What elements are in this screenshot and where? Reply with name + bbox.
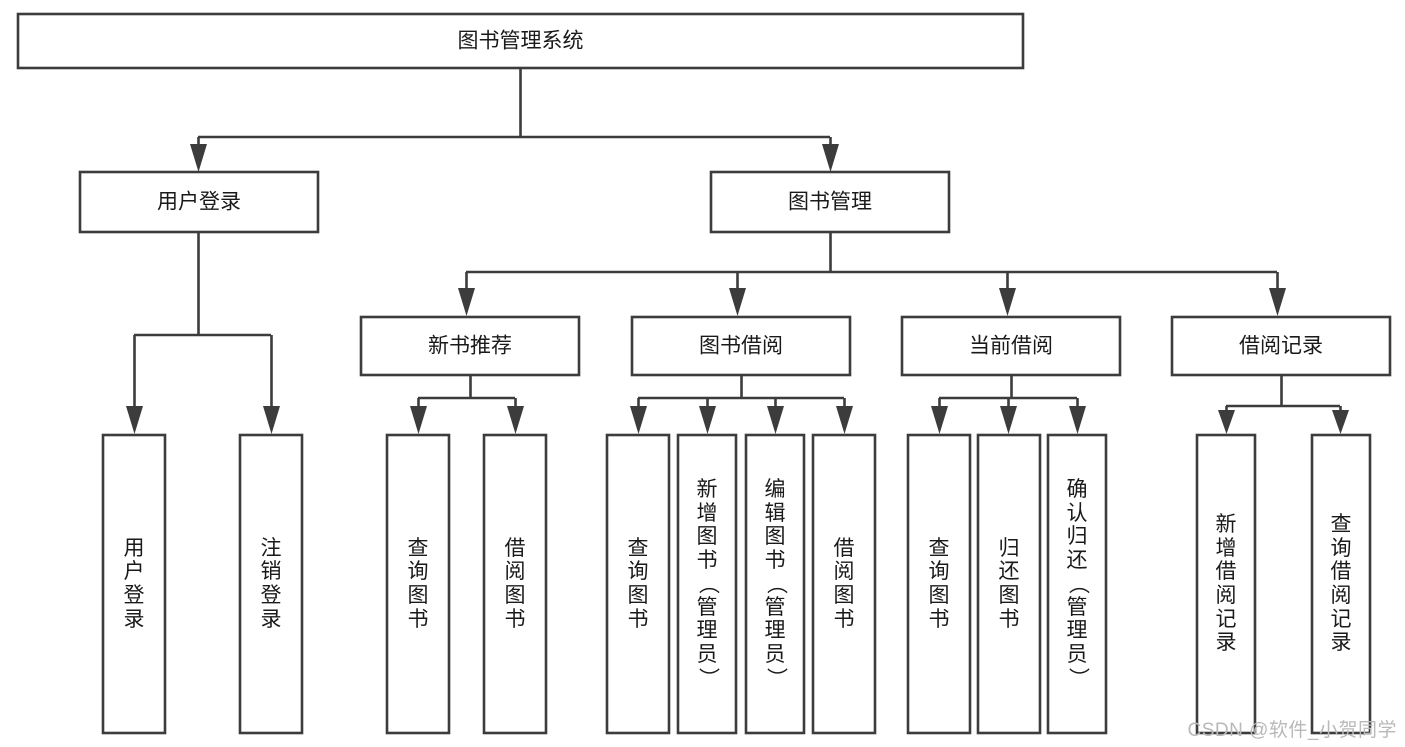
node-book-manage-label: 图书管理 xyxy=(788,191,872,214)
node-root-label: 图书管理系统 xyxy=(458,30,584,53)
node-leaf-add-book-admin-box[interactable] xyxy=(676,433,738,735)
connector-group-root xyxy=(190,68,839,172)
node-borrow-record-label: 借阅记录 xyxy=(1239,335,1323,358)
arrow-to-leaf-user-login xyxy=(126,406,143,434)
arrow-to-leaf-add-borrow-record xyxy=(1218,410,1235,434)
node-user-login-label: 用户登录 xyxy=(157,191,241,214)
arrow-to-leaf-query-borrow-record xyxy=(1332,410,1349,434)
connector-group-borrow-record xyxy=(1218,375,1349,434)
arrow-to-leaf-borrow-book-2 xyxy=(836,406,853,434)
arrow-to-leaf-confirm-return-admin xyxy=(1069,406,1086,434)
node-current-borrow-label: 当前借阅 xyxy=(969,335,1053,358)
connector-group-new-book-recommend xyxy=(410,375,524,434)
arrow-to-leaf-user-logout xyxy=(263,406,280,434)
arrow-to-leaf-add-book-admin xyxy=(699,406,716,434)
node-leaf-add-borrow-record-box[interactable] xyxy=(1195,433,1257,735)
node-leaf-user-login-box[interactable] xyxy=(101,433,167,735)
arrow-to-leaf-query-book-2 xyxy=(630,406,647,434)
node-leaf-confirm-return-admin-box[interactable] xyxy=(1046,433,1108,735)
node-book-borrow-label: 图书借阅 xyxy=(699,335,783,358)
arrow-to-current-borrow xyxy=(999,288,1016,316)
node-root-box[interactable] xyxy=(16,12,1025,70)
csdn-watermark: CSDN @软件_小贺同学 xyxy=(1187,720,1397,741)
arrow-to-leaf-query-book-3 xyxy=(931,406,948,434)
node-book-manage[interactable]: 图书管理 xyxy=(709,170,951,234)
node-new-book-recommend-label: 新书推荐 xyxy=(428,335,512,358)
arrow-to-book-borrow xyxy=(729,288,746,316)
node-book-borrow-box[interactable] xyxy=(630,315,852,377)
node-book-borrow[interactable]: 图书借阅 xyxy=(630,315,852,377)
node-leaf-borrow-book-2-box[interactable] xyxy=(811,433,877,735)
node-leaf-edit-book-admin-box[interactable] xyxy=(744,433,806,735)
node-leaf-query-book-2-box[interactable] xyxy=(605,433,671,735)
node-leaf-borrow-book-1-box[interactable] xyxy=(482,433,548,735)
node-book-manage-box[interactable] xyxy=(709,170,951,234)
node-new-book-recommend[interactable]: 新书推荐 xyxy=(359,315,581,377)
node-borrow-record[interactable]: 借阅记录 xyxy=(1170,315,1392,377)
node-leaf-query-borrow-record-box[interactable] xyxy=(1310,433,1372,735)
node-user-login[interactable]: 用户登录 xyxy=(78,170,320,234)
leaf-nodes[interactable] xyxy=(101,433,1372,735)
connector-group-book-manage xyxy=(458,232,1286,316)
node-root[interactable]: 图书管理系统 xyxy=(16,12,1025,70)
node-leaf-return-book-box[interactable] xyxy=(976,433,1042,735)
node-leaf-user-logout-box[interactable] xyxy=(238,433,304,735)
node-current-borrow[interactable]: 当前借阅 xyxy=(900,315,1122,377)
arrow-to-leaf-edit-book-admin xyxy=(767,406,784,434)
arrow-to-leaf-return-book xyxy=(1000,406,1017,434)
arrow-to-borrow-record xyxy=(1269,288,1286,316)
arrow-to-leaf-query-book-1 xyxy=(410,406,427,434)
node-borrow-record-box[interactable] xyxy=(1170,315,1392,377)
arrow-to-leaf-borrow-book-1 xyxy=(507,406,524,434)
node-current-borrow-box[interactable] xyxy=(900,315,1122,377)
connector-group-current-borrow xyxy=(931,375,1086,434)
arrow-to-new-book-recommend xyxy=(458,288,475,316)
node-leaf-query-book-1-box[interactable] xyxy=(385,433,451,735)
node-new-book-recommend-box[interactable] xyxy=(359,315,581,377)
arrow-root-to-book-manage xyxy=(822,144,839,172)
node-leaf-query-book-3-box[interactable] xyxy=(906,433,972,735)
node-user-login-box[interactable] xyxy=(78,170,320,234)
arrow-root-to-user-login xyxy=(190,144,207,172)
connector-group-book-borrow xyxy=(630,375,853,434)
connector-group-user-login xyxy=(126,232,280,434)
